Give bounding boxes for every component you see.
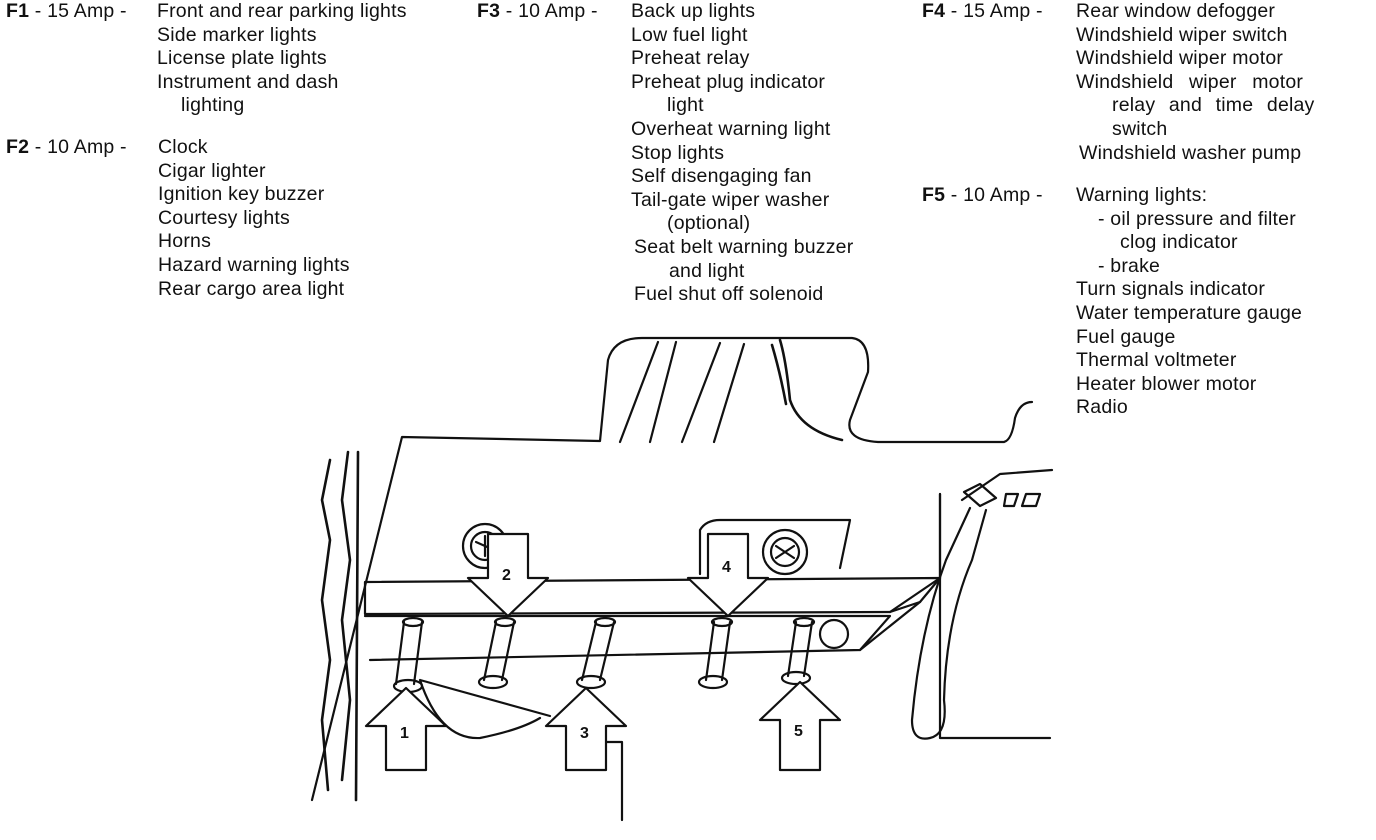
callout-arrow-1 [364, 686, 448, 772]
fuse-item: Heater blower motor [1076, 372, 1257, 395]
fuse-rating: - 10 Amp - [505, 0, 598, 22]
panel-slot-left [618, 340, 746, 444]
fuse-item: Fuel gauge [1076, 325, 1176, 348]
fuse-item: - brake [1098, 254, 1161, 277]
fuse-4 [697, 616, 734, 690]
holder-plug [818, 618, 850, 650]
fuse-item: Stop lights [631, 141, 725, 164]
fuse-rating: - 10 Amp - [34, 136, 127, 158]
fuse-id: F1 [6, 0, 30, 22]
fuse-item: Instrument and dash [157, 70, 339, 93]
fuse-item-list: Back up lights Low fuel light Preheat re… [631, 0, 853, 307]
panel-textured-edge [770, 338, 844, 442]
fuse-block-f3: F3 - 10 Amp - Back up lights Low fuel li… [477, 0, 853, 305]
fuse-item: License plate lights [157, 47, 327, 70]
callout-label-2: 2 [502, 567, 511, 584]
fuse-item: Courtesy lights [158, 206, 290, 229]
fuse-item: Windshield wiper switch [1076, 23, 1288, 46]
fuse-item: Tail-gate wiper washer [631, 188, 830, 211]
fuse-item: Preheat relay [631, 47, 750, 70]
fuse-block-f1: F1 - 15 Amp - Front and rear parking lig… [6, 0, 406, 116]
fuse-item: Cigar lighter [158, 159, 266, 182]
fuse-rail-angle [858, 492, 942, 652]
fuse-item: Radio [1076, 396, 1128, 419]
fuse-item: Turn signals indicator [1076, 278, 1266, 301]
door-jamb [320, 450, 360, 802]
fuse-5 [780, 616, 816, 686]
fuse-item: light [667, 94, 704, 117]
fuse-3 [575, 616, 617, 690]
fuse-item-list: Warning lights: - oil pressure and filte… [1076, 184, 1302, 420]
callout-label-4: 4 [722, 559, 731, 576]
fuse-item: Back up lights [631, 0, 756, 22]
fuse-item: Windshield wiper motor [1076, 70, 1304, 93]
harness-panel-edge [938, 492, 1052, 740]
fuse-rating: - 15 Amp - [950, 0, 1043, 22]
callout-label-5: 5 [794, 723, 803, 740]
fuse-rating: - 10 Amp - [950, 184, 1043, 206]
fuse-item: Rear window defogger [1076, 0, 1276, 22]
wire-harness [910, 468, 1054, 740]
fuse-item: Side marker lights [157, 23, 317, 46]
callout-label-3: 3 [580, 725, 589, 742]
fuse-item: clog indicator [1120, 231, 1238, 254]
fuse-block-f4: F4 - 15 Amp - Rear window defogger Winds… [922, 0, 1314, 164]
fuse-item: Self disengaging fan [631, 165, 812, 188]
fuse-id: F4 [922, 0, 946, 22]
callout-arrow-3 [544, 686, 628, 772]
fuse-item-list: Clock Cigar lighter Ignition key buzzer … [158, 136, 350, 301]
fuse-2 [477, 616, 517, 690]
fuse-block-f5: F5 - 10 Amp - Warning lights: - oil pres… [922, 184, 1302, 418]
fuse-id: F5 [922, 184, 946, 206]
fuse-item: Rear cargo area light [158, 277, 345, 300]
fuse-id: F2 [6, 136, 30, 158]
fuse-item: (optional) [667, 212, 751, 235]
fuse-item: Windshield washer pump [1079, 141, 1302, 164]
dashboard-panel-outline [310, 336, 1034, 802]
fuse-item: Water temperature gauge [1076, 301, 1303, 324]
fuse-item: Ignition key buzzer [158, 183, 325, 206]
fuse-item: Hazard warning lights [158, 253, 350, 276]
fuse-item: Warning lights: [1076, 184, 1208, 206]
screw-bracket [698, 518, 852, 576]
fuse-rail [363, 576, 942, 616]
mounting-screw-right [761, 528, 809, 576]
fuse-item: Windshield wiper motor [1076, 47, 1284, 70]
callout-label-1: 1 [400, 725, 409, 742]
fuse-item: Preheat plug indicator [631, 70, 826, 93]
fuse-rating: - 15 Amp - [34, 0, 127, 22]
fuse-item: Horns [158, 230, 212, 253]
fuse-id: F3 [477, 0, 501, 22]
fuse-block-f2: F2 - 10 Amp - Clock Cigar lighter Igniti… [6, 136, 350, 300]
fuse-item: Front and rear parking lights [157, 0, 407, 22]
callout-arrow-4 [686, 532, 770, 618]
fuse-item: Thermal voltmeter [1076, 349, 1237, 372]
fuse-item: - oil pressure and filter [1098, 207, 1296, 230]
harness-connector [962, 482, 1042, 508]
fuse-item: Low fuel light [631, 23, 748, 46]
fuse-item: switch [1112, 117, 1168, 140]
fuse-1 [392, 616, 425, 694]
fuse-item-list: Front and rear parking lights Side marke… [157, 0, 407, 118]
fuse-item: Fuel shut off solenoid [634, 283, 824, 306]
fuse-item-list: Rear window defogger Windshield wiper sw… [1076, 0, 1315, 165]
fuse-item: lighting [181, 94, 245, 117]
fuse-item: Overheat warning light [631, 117, 831, 140]
fuse-item: Clock [158, 136, 208, 158]
callout-arrow-2 [466, 532, 550, 618]
fuse-item: and light [669, 259, 745, 282]
callout-arrow-5 [758, 680, 842, 772]
wire-loop [418, 678, 624, 822]
fuse-item: relay and time delay [1112, 94, 1315, 117]
fuse-rail-lower [363, 614, 892, 662]
fuse-item: Seat belt warning buzzer [634, 235, 854, 258]
